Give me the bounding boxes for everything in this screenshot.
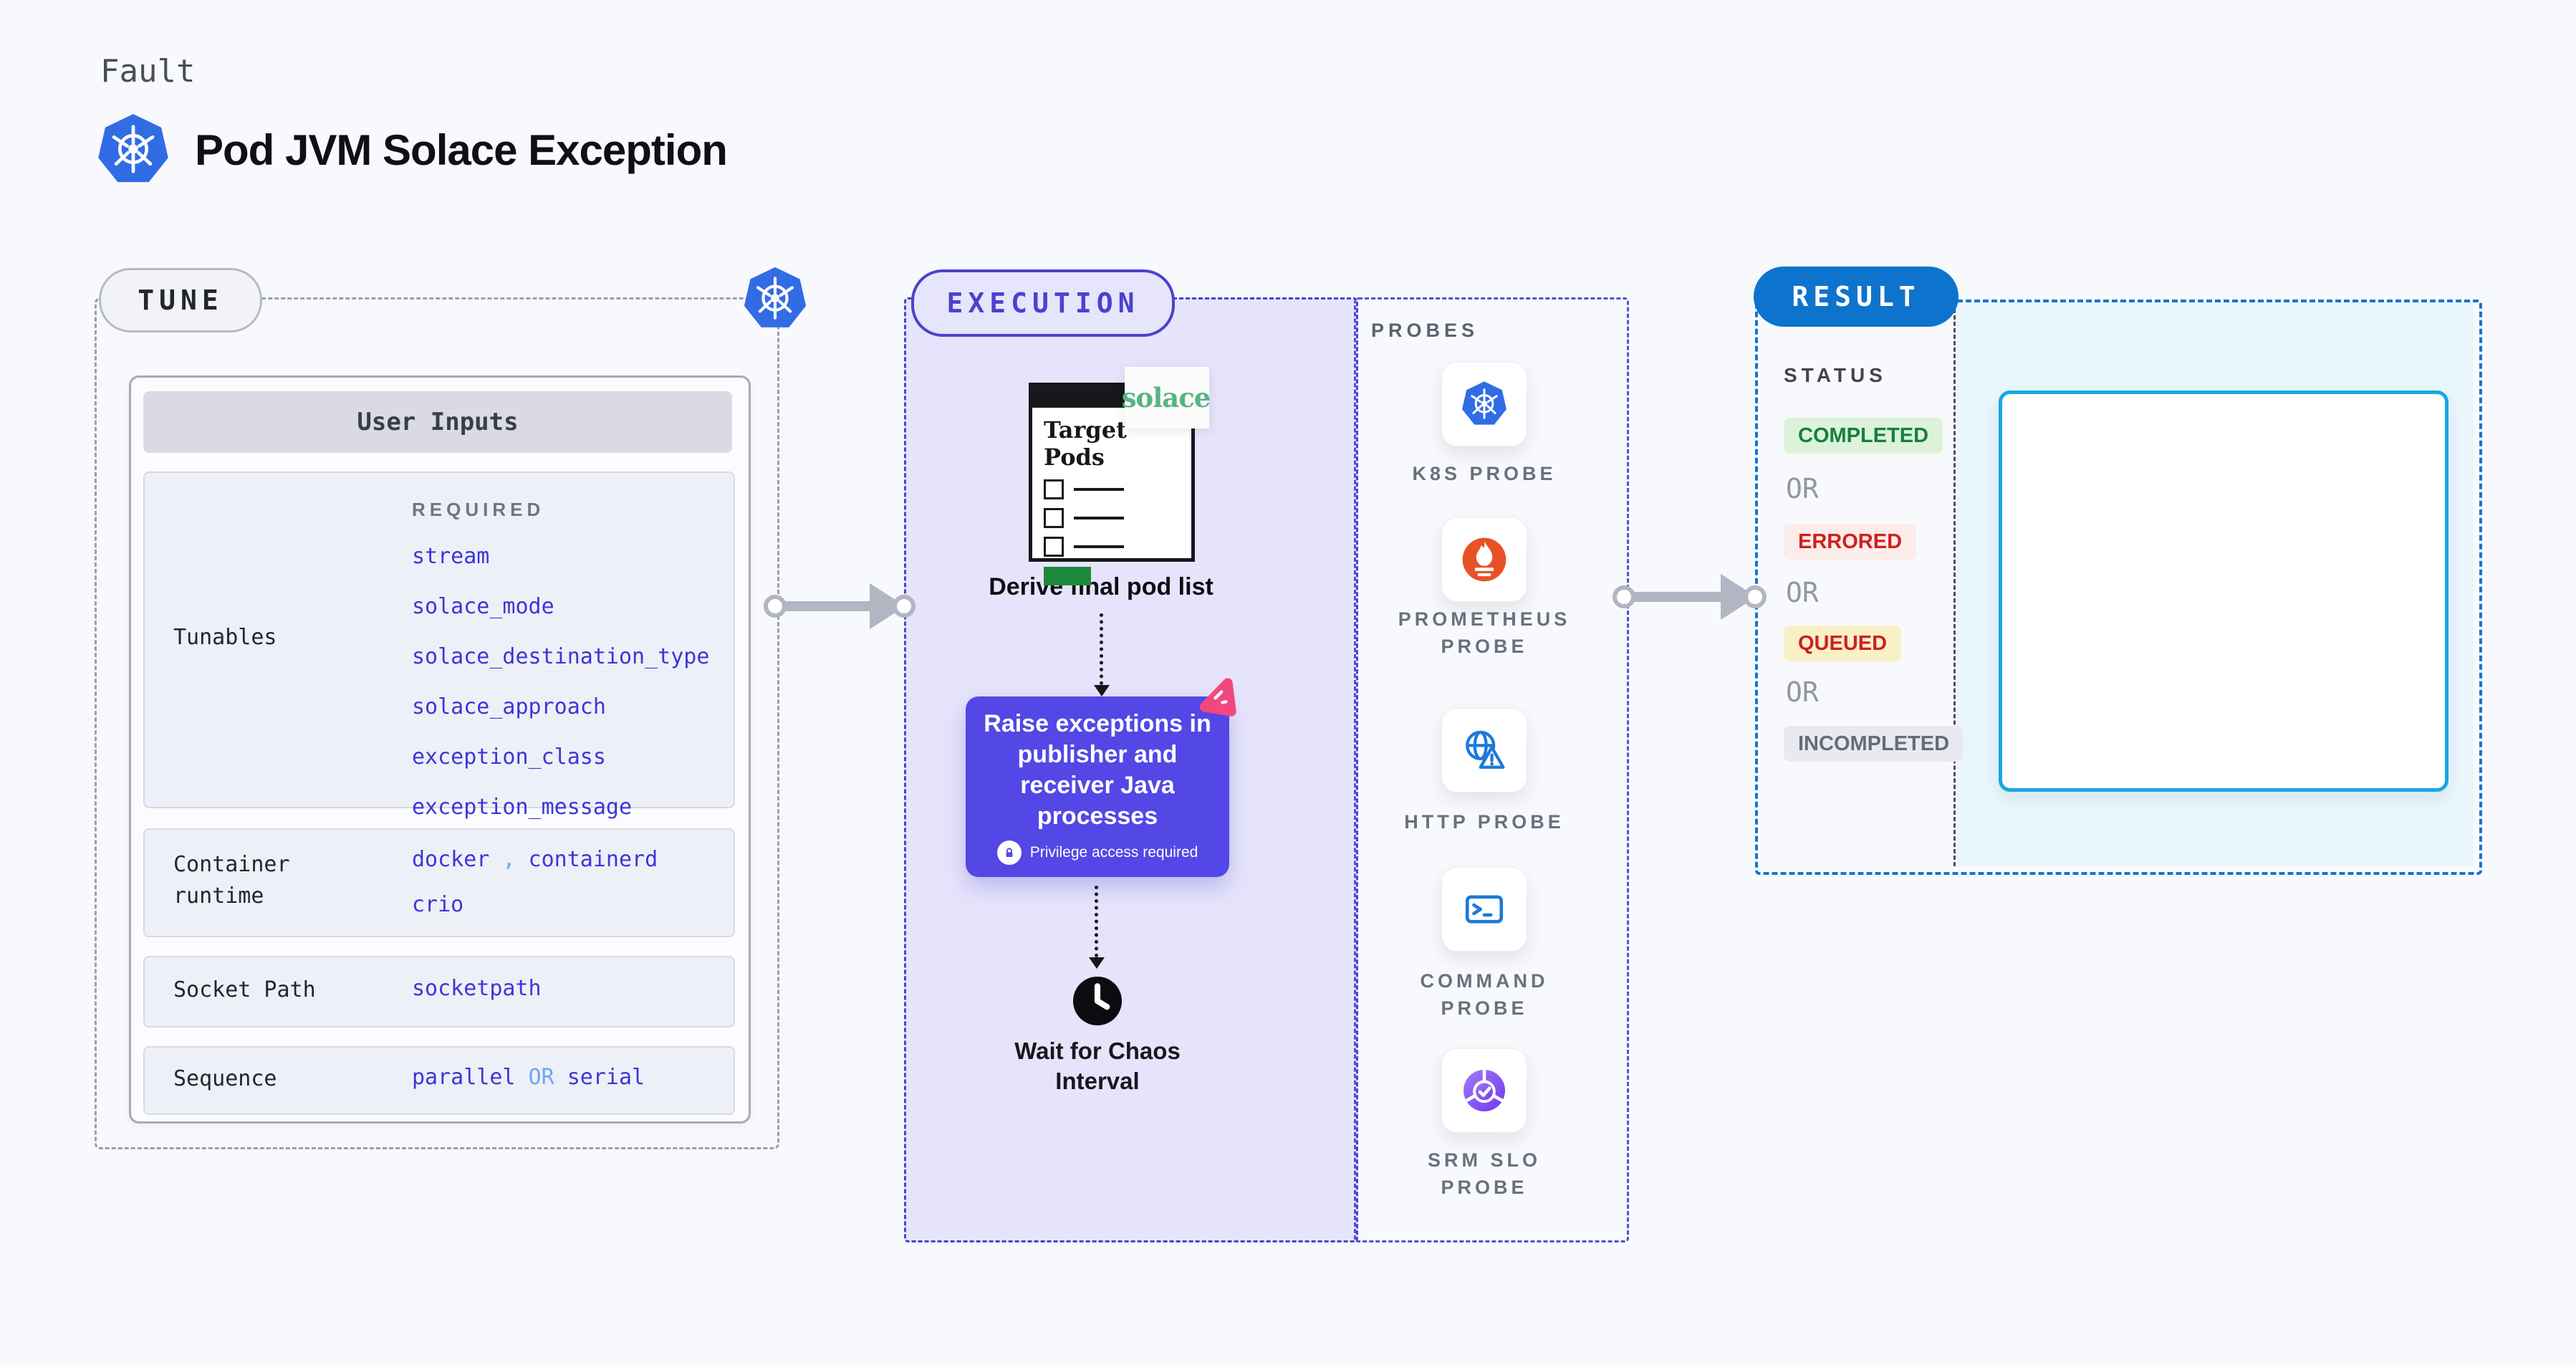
probe-name: HTTP PROBE xyxy=(1404,811,1565,833)
probes-label: PROBES xyxy=(1371,320,1479,341)
result-divider xyxy=(1953,302,1956,866)
terminal-probe-icon xyxy=(1465,895,1504,924)
down-arrow-icon xyxy=(1089,886,1105,969)
status-badge-queued: QUEUED xyxy=(1784,626,1902,661)
execution-badge: EXECUTION xyxy=(911,269,1175,337)
tunables-label: Tunables xyxy=(173,625,277,650)
probe-name: COMMAND PROBE xyxy=(1420,970,1549,1019)
probe-card-prometheus xyxy=(1441,517,1527,602)
sequence-joiner: OR xyxy=(528,1065,567,1090)
tunable-value: solace_destination_type xyxy=(412,644,710,669)
clock-icon xyxy=(1072,976,1123,1026)
user-inputs-header: User Inputs xyxy=(143,391,732,453)
tunable-value: exception_class xyxy=(412,744,606,770)
tunables-values: REQUIRED stream solace_mode solace_desti… xyxy=(412,499,709,820)
sequence-option: parallel xyxy=(412,1065,516,1090)
privilege-text: Privilege access required xyxy=(1029,844,1198,861)
privilege-row: Privilege access required xyxy=(996,840,1198,865)
container-runtime-label: Container runtime xyxy=(173,852,290,909)
runtime-value: crio xyxy=(412,892,464,917)
or-text: OR xyxy=(1786,676,1819,708)
fault-kicker: Fault xyxy=(100,53,196,90)
pod-list-item xyxy=(1044,537,1180,557)
tune-badge: TUNE xyxy=(99,268,262,332)
socket-path-label: Socket Path xyxy=(173,977,316,1002)
list-line xyxy=(1074,488,1124,491)
pod-list-item xyxy=(1044,479,1180,499)
target-pods-window: Target Pods xyxy=(1029,383,1195,585)
probe-name: PROMETHEUS PROBE xyxy=(1398,608,1571,657)
output-card xyxy=(1999,391,2448,792)
title-row: Pod JVM Solace Exception xyxy=(96,112,728,188)
probes-section xyxy=(1354,297,1629,1242)
flow-arrow-icon xyxy=(764,583,915,629)
sequence-values: parallel OR serial xyxy=(412,1065,645,1090)
tunable-value: stream xyxy=(412,544,490,569)
checkbox-icon xyxy=(1044,508,1064,528)
runtime-joiner: , xyxy=(502,847,529,872)
page-title: Pod JVM Solace Exception xyxy=(195,125,728,174)
sequence-label: Sequence xyxy=(173,1066,277,1091)
probe-card-http xyxy=(1441,708,1527,792)
checkbox-icon xyxy=(1044,537,1064,557)
chaos-pink-icon xyxy=(1199,678,1236,717)
tunable-value: solace_mode xyxy=(412,594,554,619)
checkbox-icon xyxy=(1044,479,1064,499)
flow-arrow-icon xyxy=(1613,574,1767,620)
runtime-value: containerd xyxy=(528,847,658,872)
solace-logo: solace xyxy=(1122,367,1211,428)
or-text: OR xyxy=(1786,577,1819,608)
derive-pod-list-step: Derive final pod list xyxy=(989,573,1213,600)
list-line xyxy=(1074,517,1124,519)
probe-card-k8s xyxy=(1441,362,1527,446)
list-line xyxy=(1074,545,1124,548)
wait-chaos-step: Wait for Chaos Interval xyxy=(1014,1038,1181,1094)
sequence-option: serial xyxy=(567,1065,645,1090)
container-runtime-row xyxy=(143,828,735,937)
required-label: REQUIRED xyxy=(412,499,545,520)
runtime-value: docker xyxy=(412,847,490,872)
srm-slo-probe-icon xyxy=(1463,1068,1506,1112)
status-badge-incompleted: INCOMPLETED xyxy=(1784,726,1964,762)
target-pods-title: Target Pods xyxy=(1044,416,1127,471)
or-text: OR xyxy=(1786,473,1819,504)
status-badge-errored: ERRORED xyxy=(1784,524,1917,560)
kubernetes-icon xyxy=(96,112,170,188)
prometheus-probe-icon xyxy=(1462,537,1506,582)
pod-list-item xyxy=(1044,508,1180,528)
down-arrow-icon xyxy=(1094,613,1110,696)
container-runtime-values: docker , containerd crio xyxy=(412,847,658,917)
probe-card-srm-slo xyxy=(1441,1048,1527,1133)
tunable-value: solace_approach xyxy=(412,694,606,719)
http-probe-icon xyxy=(1466,730,1505,769)
result-badge: RESULT xyxy=(1754,267,1959,327)
lock-icon xyxy=(996,840,1022,865)
tunable-value: exception_message xyxy=(412,795,633,820)
chaos-action-text: Raise exceptions in publisher and receiv… xyxy=(984,710,1211,830)
probe-card-command xyxy=(1441,867,1527,952)
socket-path-value: socketpath xyxy=(412,976,542,1001)
chaos-action-box: Raise exceptions in publisher and receiv… xyxy=(966,696,1229,877)
kubernetes-probe-icon xyxy=(1461,380,1508,426)
sequence-row xyxy=(143,1046,735,1115)
status-label: STATUS xyxy=(1784,364,1887,386)
tunables-row xyxy=(143,471,735,808)
probe-name: SRM SLO PROBE xyxy=(1427,1149,1541,1198)
probe-name: K8S PROBE xyxy=(1412,463,1557,484)
socket-path-row xyxy=(143,956,735,1028)
kubernetes-icon xyxy=(742,265,808,332)
status-badge-completed: COMPLETED xyxy=(1784,418,1943,454)
tune-section xyxy=(95,297,779,1149)
window-button xyxy=(1044,567,1091,585)
